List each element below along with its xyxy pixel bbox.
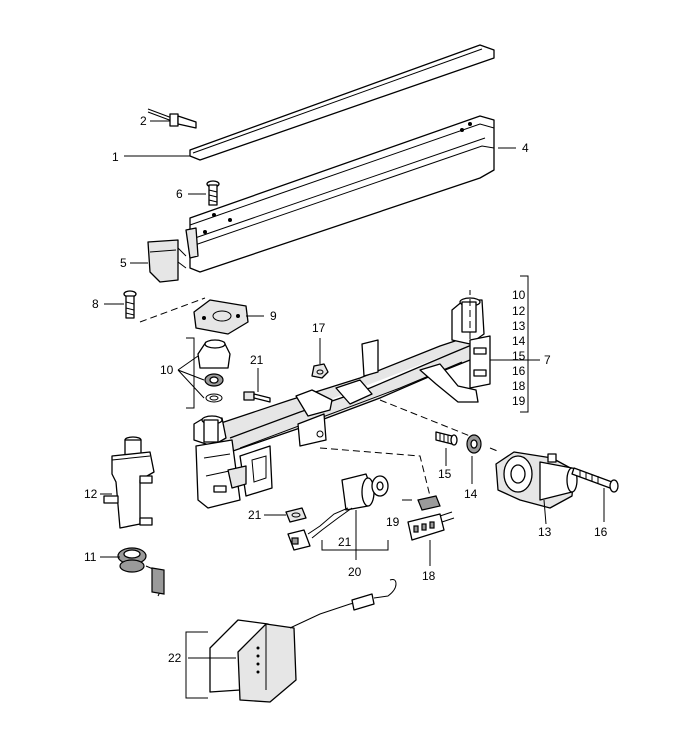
bracket-part-list: 10 12 13 14 15 16 18 19	[512, 288, 526, 408]
callout-4: 4	[522, 141, 529, 155]
bracket-item: 14	[512, 334, 526, 348]
callout-5: 5	[120, 256, 127, 270]
bracket-item: 16	[512, 364, 526, 378]
bracket-item: 13	[512, 319, 526, 333]
callout-1: 1	[112, 150, 119, 164]
bracket-item: 19	[512, 394, 526, 408]
bracket-item: 10	[512, 288, 526, 302]
callout-18: 18	[422, 569, 436, 583]
part-10-bushing-set	[197, 339, 231, 403]
part-21-pad	[285, 507, 307, 523]
callout-15: 15	[438, 467, 452, 481]
part-15-bolt	[435, 431, 458, 446]
part-22-control-unit	[209, 579, 397, 703]
part-18-plug	[407, 511, 455, 541]
callout-6: 6	[176, 187, 183, 201]
part-21-bolt	[243, 391, 271, 403]
part-16-screw	[571, 467, 619, 493]
part-11-gear	[117, 547, 165, 597]
callout-7: 7	[544, 353, 551, 367]
part-20-sensor	[287, 473, 389, 551]
part-9-plate	[193, 299, 249, 335]
part-4-bumper-beam	[185, 115, 495, 273]
assembly-lines	[319, 290, 501, 497]
part-8-bolt	[123, 290, 206, 323]
bracket-item: 18	[512, 379, 526, 393]
part-17-nut	[311, 363, 329, 379]
part-5-bracket	[147, 239, 187, 283]
part-14-washer	[466, 434, 482, 454]
callout-19: 19	[386, 515, 400, 529]
callout-17: 17	[312, 321, 326, 335]
bracket-item: 12	[512, 304, 526, 318]
lift-frame	[193, 297, 491, 509]
callout-16: 16	[594, 525, 608, 539]
part-13-motor	[495, 451, 578, 509]
part-12-spindle-housing	[103, 436, 155, 529]
part-19-connector	[417, 495, 441, 511]
leader-lines	[100, 120, 605, 699]
callout-8: 8	[92, 297, 99, 311]
callout-22: 22	[168, 651, 182, 665]
part-2-clip-pin	[147, 108, 197, 129]
bracket-item: 15	[512, 349, 526, 363]
callout-9: 9	[270, 309, 277, 323]
part-6-bolt	[206, 180, 220, 206]
callout-14: 14	[464, 487, 478, 501]
callout-13: 13	[538, 525, 552, 539]
callout-labels: 2 1 4 6 5 8 9 17 21 10 7 15 14 13 16 12 …	[84, 114, 608, 665]
callout-2: 2	[140, 114, 147, 128]
callout-20: 20	[348, 565, 362, 579]
callout-11: 11	[84, 550, 97, 564]
callout-21-a: 21	[250, 353, 264, 367]
callout-12: 12	[84, 487, 98, 501]
callout-21-b: 21	[248, 508, 262, 522]
callout-21-c: 21	[338, 535, 352, 549]
callout-10: 10	[160, 363, 174, 377]
